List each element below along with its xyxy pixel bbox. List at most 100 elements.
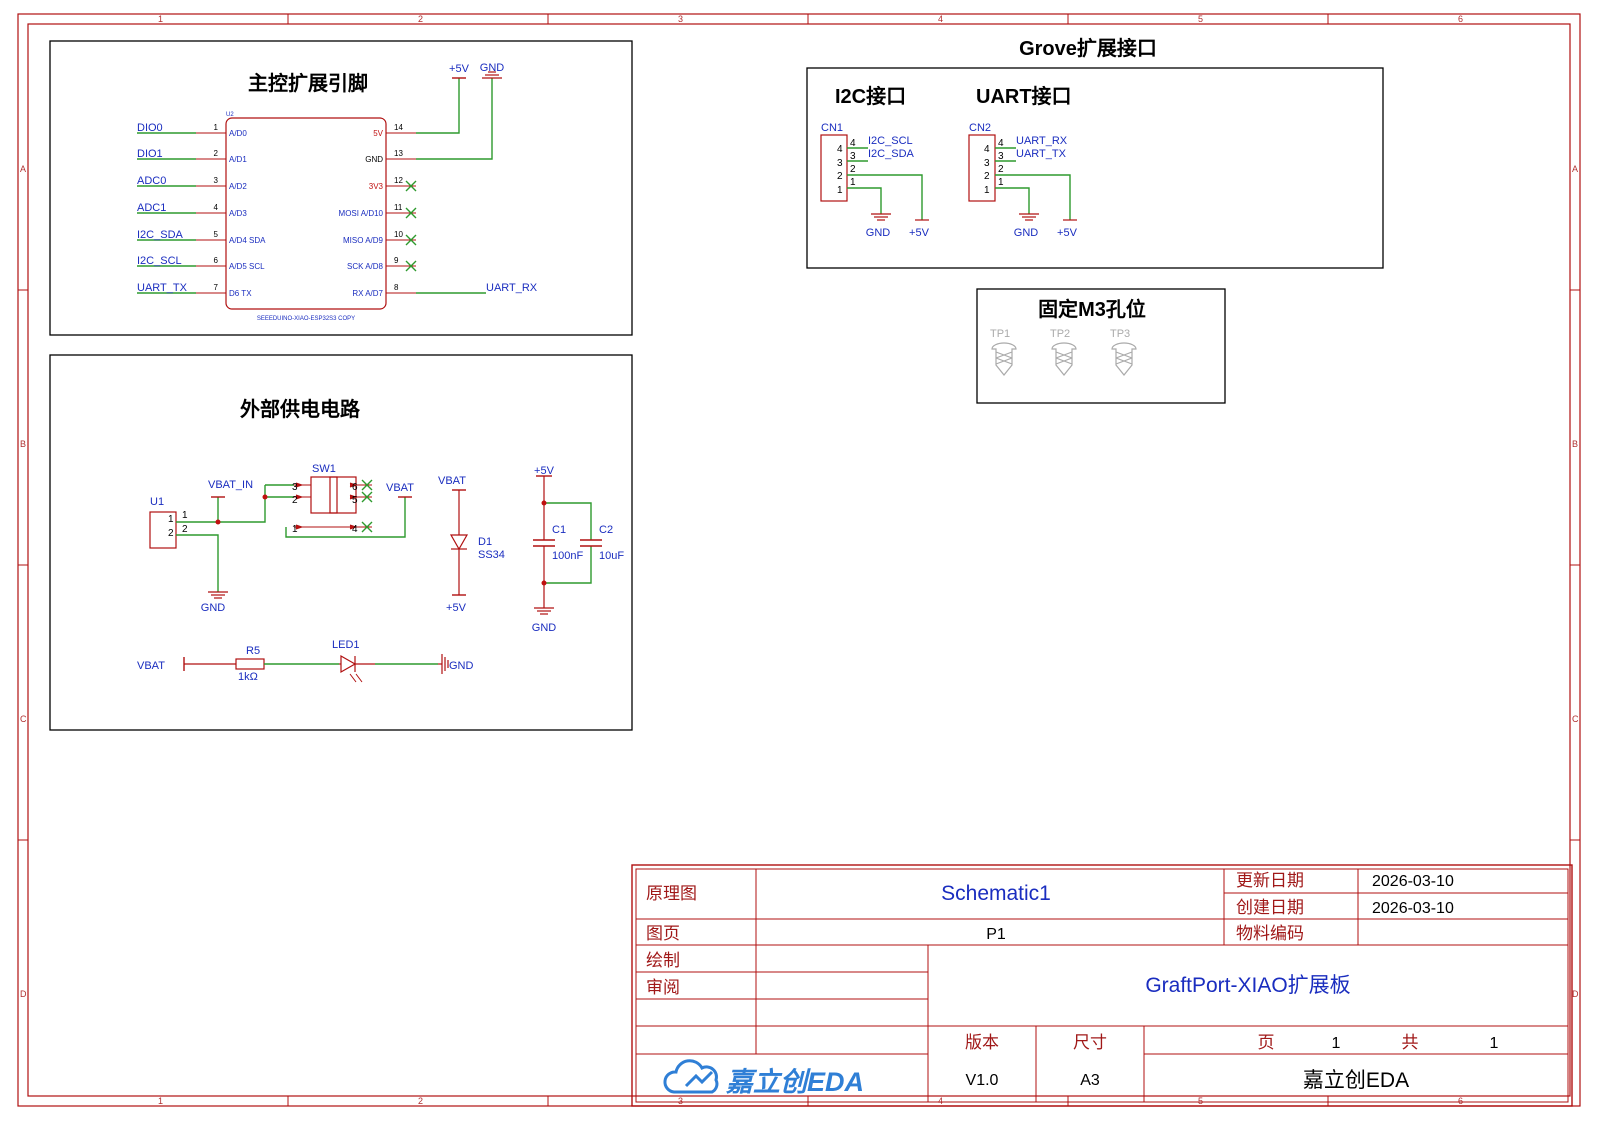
mcu-pin-num: 3 (214, 176, 219, 185)
plus5v-symbol: +5V (449, 63, 470, 79)
r5-ref: R5 (246, 645, 260, 657)
created-date: 2026-03-10 (1372, 900, 1454, 917)
cn1-pin: 3 (850, 151, 856, 162)
net-label-i2c-sda[interactable]: I2C_SDA (137, 229, 184, 241)
c1-value: 100nF (552, 550, 583, 562)
plus5v-label: +5V (446, 602, 467, 614)
mcu-pin-name: A/D1 (229, 155, 247, 164)
mcu-pin-num: 14 (394, 123, 403, 132)
mount-hole-tp2[interactable]: TP2 (1050, 328, 1077, 376)
mount-section: 固定M3孔位 TP1 TP2 TP3 (976, 288, 1226, 404)
net-label-adc1[interactable]: ADC1 (137, 202, 166, 214)
cn2-pin: 1 (998, 177, 1004, 188)
mount-hole-tp3[interactable]: TP3 (1110, 328, 1137, 376)
grid-col-2-bottom: 2 (418, 1096, 423, 1106)
junction-dot (215, 519, 221, 525)
mcu-pin-num: 9 (394, 256, 399, 265)
page-name[interactable]: P1 (986, 926, 1006, 943)
vbat-label[interactable]: VBAT (386, 482, 414, 494)
cn2-pin: 3 (984, 158, 990, 169)
grid-row-a-left: A (20, 164, 26, 174)
net-label-uart-tx[interactable]: UART_TX (1016, 148, 1067, 160)
net-label-adc0[interactable]: ADC0 (137, 175, 166, 187)
mcu-section: 主控扩展引脚 U2 SEEEDUINO-XIAO-ESP32S3 COPY 1 … (49, 40, 633, 336)
grid-row-d-left: D (20, 989, 27, 999)
net-label-uart-rx[interactable]: UART_RX (1016, 135, 1068, 147)
grid-row-c-left: C (20, 714, 27, 724)
tp2-label: TP2 (1050, 328, 1070, 340)
plus5v-label: +5V (449, 63, 470, 75)
gnd-label: GND (1014, 227, 1039, 239)
vbat-in-label[interactable]: VBAT_IN (208, 479, 253, 491)
mcu-section-title: 主控扩展引脚 (248, 71, 368, 95)
net-label-uart-tx[interactable]: UART_TX (137, 282, 188, 294)
mcu-pin-name: 3V3 (369, 182, 384, 191)
board-name[interactable]: GraftPort-XIAO扩展板 (1145, 974, 1350, 997)
mcu-pin-num: 11 (394, 203, 403, 212)
cn1-pin: 1 (850, 177, 856, 188)
r5-value: 1kΩ (238, 671, 258, 683)
net-label-uart-rx[interactable]: UART_RX (486, 282, 538, 294)
net-label-i2c-sda[interactable]: I2C_SDA (868, 148, 915, 160)
c2-value: 10uF (599, 550, 624, 562)
u1-pin: 1 (168, 514, 174, 525)
net-label-i2c-scl[interactable]: I2C_SCL (137, 255, 182, 267)
mcu-pin-num: 1 (214, 123, 219, 132)
label-sheet: 页 (1258, 1033, 1275, 1052)
cn1-pin: 1 (837, 185, 843, 196)
d1-diode[interactable]: VBAT D1 SS34 +5V (438, 475, 505, 614)
mcu-pin-name: A/D4 SDA (229, 236, 266, 245)
cn2-connector[interactable]: CN2 4 3 2 1 4 3 2 1 UART_RX UART_TX (968, 122, 1078, 239)
jlc-eda-logo: 嘉立创EDA (663, 1059, 864, 1097)
led-indicator-circuit[interactable]: VBAT R5 1kΩ LED1 GND (137, 639, 474, 683)
u1-ref: U1 (150, 496, 164, 508)
grid-row-b-left: B (20, 439, 26, 449)
u1-connector[interactable]: U1 1 2 1 2 (149, 496, 188, 549)
cn1-ref: CN1 (821, 122, 843, 134)
mount-section-title: 固定M3孔位 (1038, 297, 1146, 321)
cn2-pin: 4 (998, 138, 1004, 149)
no-connect-markers (361, 479, 373, 533)
schematic-name[interactable]: Schematic1 (941, 882, 1051, 905)
sw1-switch[interactable]: SW1 3 2 1 6 5 4 (292, 463, 373, 535)
cn2-pin: 3 (998, 151, 1004, 162)
grid-col-3-bottom: 3 (678, 1096, 683, 1106)
mcu-pin-name: MISO A/D9 (343, 236, 384, 245)
grid-row-d-right: D (1572, 989, 1579, 999)
mcu-left-pins: 1 2 3 4 5 6 7 A/D0 A/D1 A/D2 A/D3 A/D4 S… (137, 122, 266, 298)
mcu-ref: U2 (226, 112, 234, 118)
grid-row-c-right: C (1572, 714, 1579, 724)
net-label-i2c-scl[interactable]: I2C_SCL (868, 135, 913, 147)
d1-ref: D1 (478, 536, 492, 548)
vbat-label: VBAT (137, 660, 165, 672)
mount-hole-tp1[interactable]: TP1 (990, 328, 1017, 376)
label-version: 版本 (965, 1033, 999, 1052)
d1-value: SS34 (478, 549, 505, 561)
gnd-symbol (208, 591, 228, 599)
sw1-pin: 2 (292, 495, 298, 506)
updated-date: 2026-03-10 (1372, 873, 1454, 890)
sw1-pin: 3 (292, 482, 298, 493)
gnd-label: GND (532, 622, 557, 634)
label-updated: 更新日期 (1236, 871, 1304, 890)
sw1-pin: 1 (292, 524, 298, 535)
c1-c2-capacitors[interactable]: +5V C1 100nF C2 10uF GND (532, 465, 625, 634)
cn2-pin: 2 (984, 171, 990, 182)
label-total: 共 (1402, 1033, 1419, 1052)
cn1-pin: 3 (837, 158, 843, 169)
cn2-pin: 4 (984, 144, 990, 155)
sw1-pin: 6 (352, 482, 358, 493)
no-connect-markers (405, 180, 417, 272)
grove-section: Grove扩展接口 I2C接口 UART接口 CN1 4 3 2 1 4 3 2… (806, 37, 1384, 269)
cn1-connector[interactable]: CN1 4 3 2 1 4 3 2 1 I2C_SCL I2C_SDA (820, 122, 930, 239)
sheet-frame: 1 2 3 4 5 6 1 2 3 4 5 6 A B C D A B C D (17, 13, 1581, 1107)
logo-text: 嘉立创EDA (725, 1067, 864, 1097)
uart-subtitle: UART接口 (976, 85, 1072, 108)
size-value: A3 (1080, 1072, 1100, 1089)
mcu-pin-num: 7 (214, 283, 219, 292)
gnd-label: GND (201, 602, 226, 614)
mcu-pin-num: 12 (394, 176, 403, 185)
grid-col-6-top: 6 (1458, 14, 1463, 24)
net-label-dio0[interactable]: DIO0 (137, 122, 163, 134)
net-label-dio1[interactable]: DIO1 (137, 148, 163, 160)
